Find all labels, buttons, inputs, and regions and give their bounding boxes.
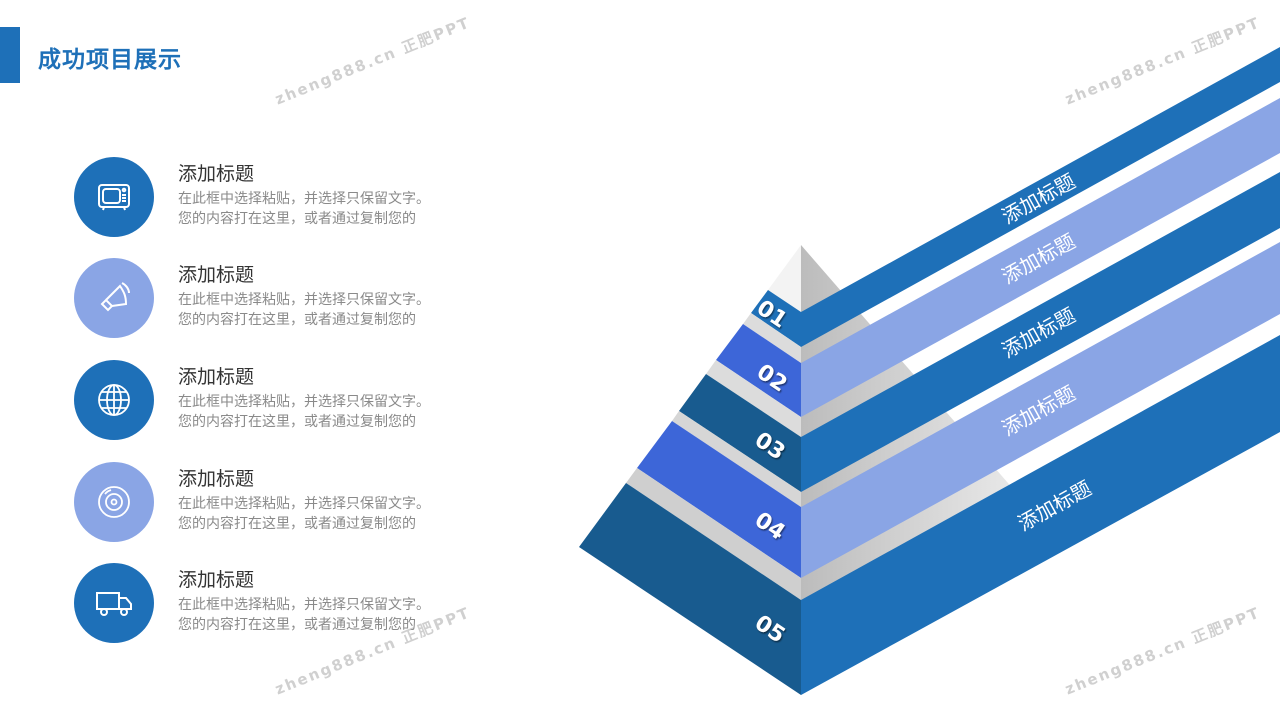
ribbon-05 (801, 335, 1280, 695)
ribbon-02 (801, 98, 1280, 417)
list-item: 添加标题 在此框中选择粘贴，并选择只保留文字。您的内容打在这里，或者通过复制您的 (74, 258, 494, 340)
face-gap (626, 468, 801, 600)
header-accent-bar (0, 27, 20, 83)
face-band-04 (637, 421, 801, 578)
item-title: 添加标题 (178, 468, 255, 490)
page-title: 成功项目展示 (38, 47, 182, 73)
item-title: 添加标题 (178, 163, 255, 185)
list-item: 添加标题 在此框中选择粘贴，并选择只保留文字。您的内容打在这里，或者通过复制您的 (74, 360, 494, 442)
ribbon-03 (801, 172, 1280, 492)
face-band-02 (716, 324, 801, 417)
disc-icon (74, 462, 154, 542)
list-item: 添加标题 在此框中选择粘贴，并选择只保留文字。您的内容打在这里，或者通过复制您的 (74, 157, 494, 239)
globe-icon (74, 360, 154, 440)
face-gap (706, 360, 801, 437)
item-title: 添加标题 (178, 264, 255, 286)
item-description: 在此框中选择粘贴，并选择只保留文字。您的内容打在这里，或者通过复制您的 (178, 191, 430, 227)
item-title: 添加标题 (178, 569, 255, 591)
item-description: 在此框中选择粘贴，并选择只保留文字。您的内容打在这里，或者通过复制您的 (178, 292, 430, 328)
truck-icon (74, 563, 154, 643)
face-gap (672, 411, 801, 507)
item-description: 在此框中选择粘贴，并选择只保留文字。您的内容打在这里，或者通过复制您的 (178, 597, 430, 633)
face-gap (743, 313, 801, 363)
tv-icon (74, 157, 154, 237)
speaker-icon (74, 258, 154, 338)
face-band-01 (751, 290, 801, 347)
ribbon-04 (801, 242, 1280, 578)
face-band-05 (579, 483, 801, 695)
item-description: 在此框中选择粘贴，并选择只保留文字。您的内容打在这里，或者通过复制您的 (178, 496, 430, 532)
item-description: 在此框中选择粘贴，并选择只保留文字。您的内容打在这里，或者通过复制您的 (178, 394, 430, 430)
face-band-03 (679, 374, 801, 492)
list-item: 添加标题 在此框中选择粘贴，并选择只保留文字。您的内容打在这里，或者通过复制您的 (74, 563, 494, 645)
pyramid-tip (768, 245, 801, 312)
list-item: 添加标题 在此框中选择粘贴，并选择只保留文字。您的内容打在这里，或者通过复制您的 (74, 462, 494, 544)
item-title: 添加标题 (178, 366, 255, 388)
ribbon-01 (801, 47, 1280, 347)
